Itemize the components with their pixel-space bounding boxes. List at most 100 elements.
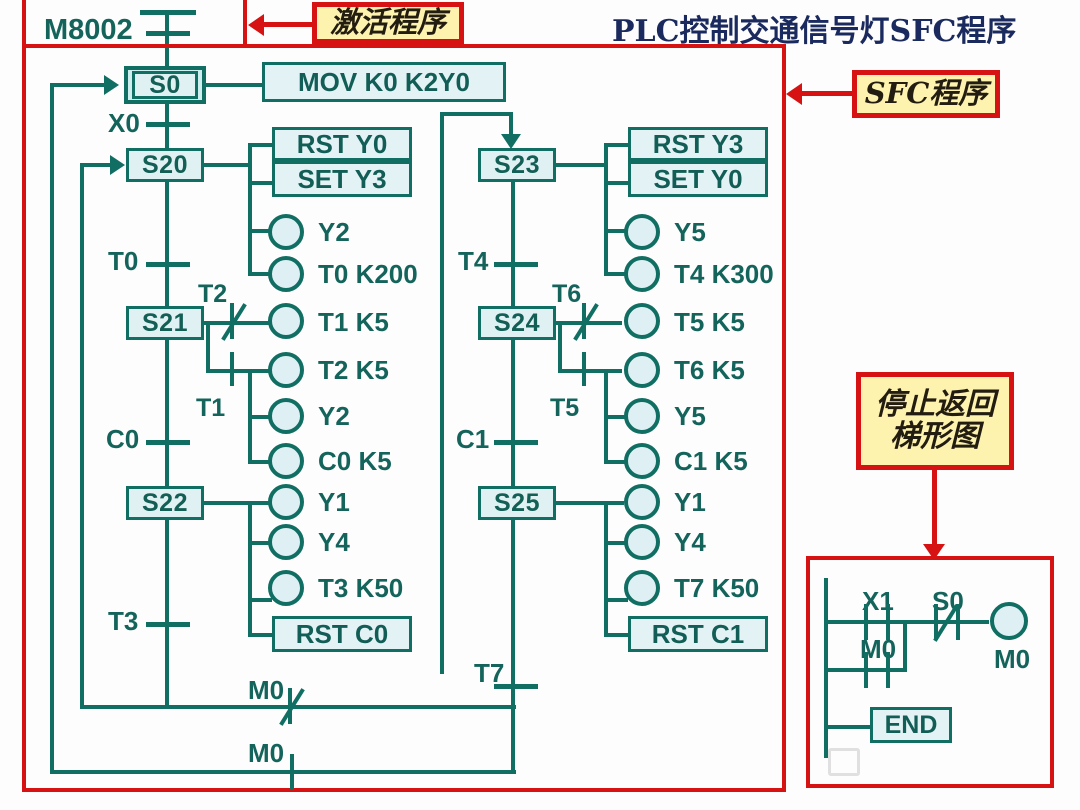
coil-Y2-s21[interactable] <box>268 398 304 434</box>
ladder-coil-M0-label: M0 <box>994 644 1031 674</box>
transition-C0-label: C0 <box>106 424 140 454</box>
ladder-branch-right <box>903 620 907 672</box>
transition-T7-label: T7 <box>474 658 505 688</box>
S23-rst-stub <box>604 143 636 147</box>
stop-return-arrow-line <box>932 470 937 548</box>
coil-Y1-s22[interactable] <box>268 484 304 520</box>
contact-T5-label: T5 <box>550 394 580 422</box>
activate-arrow-head <box>248 14 264 36</box>
ladder-S0-bar-right <box>956 604 960 640</box>
transition-T4-label: T4 <box>458 246 489 276</box>
branch-to-S23-riser <box>440 112 444 674</box>
coil-T4-K300[interactable] <box>624 256 660 292</box>
action-RST-Y3-label: RST Y3 <box>652 128 744 159</box>
coil-T7-K50[interactable] <box>624 570 660 606</box>
feedback-outer-arrow <box>104 75 119 95</box>
step-S24-label: S24 <box>494 308 540 337</box>
coil-Y1-s22-label: Y1 <box>318 487 350 517</box>
S22-t3-stub <box>248 598 272 602</box>
coil-Y5-s24[interactable] <box>624 398 660 434</box>
transition-C1-label: C1 <box>456 424 490 454</box>
sfc-program-callout: SFC程序 <box>852 70 1000 118</box>
step-S0[interactable]: S0 <box>124 66 206 104</box>
S25-action-bus <box>604 501 608 635</box>
step-S24[interactable]: S24 <box>478 306 556 340</box>
link-S22-bus <box>202 501 272 505</box>
coil-T0-K200[interactable] <box>268 256 304 292</box>
ladder-end-block[interactable]: END <box>870 707 952 743</box>
action-SET-Y0-label: SET Y0 <box>653 163 743 194</box>
action-RST-Y3[interactable]: RST Y3 <box>628 127 768 161</box>
ladder-X1-bar-left <box>864 604 868 640</box>
sfc-arrow-head <box>786 83 802 105</box>
step-S20[interactable]: S20 <box>126 148 204 182</box>
sfc-callout-label: SFC程序 <box>864 76 988 111</box>
S23-action-bus <box>604 143 608 276</box>
action-RST-C0[interactable]: RST C0 <box>272 616 412 652</box>
S20-coil1-stub <box>248 229 272 233</box>
transition-T7-bar <box>494 684 538 689</box>
feedback-outer-to-S0 <box>50 83 108 87</box>
step-S20-label: S20 <box>142 150 188 179</box>
coil-C0-K5[interactable] <box>268 443 304 479</box>
S20-set-stub <box>248 181 280 185</box>
transition-X0-bar <box>146 122 190 127</box>
init-contact-bar <box>146 31 190 36</box>
S20-coil2-stub <box>248 272 272 276</box>
return-rung-nc <box>80 705 516 709</box>
S24-t5-wire <box>558 369 622 373</box>
step-S25-label: S25 <box>494 488 540 517</box>
coil-Y2-s20[interactable] <box>268 214 304 250</box>
return-rung-no <box>50 770 516 774</box>
S25-y4-stub <box>604 541 628 545</box>
action-RST-Y0-label: RST Y0 <box>296 128 388 159</box>
S21-contact-bus <box>206 321 210 373</box>
S21-t1-wire <box>206 369 270 373</box>
ladder-coil-M0[interactable] <box>990 602 1028 640</box>
action-MOV-K0-K2Y0[interactable]: MOV K0 K2Y0 <box>262 62 506 102</box>
coil-Y4-s22[interactable] <box>268 524 304 560</box>
left-spine <box>165 96 169 670</box>
coil-T5-K5[interactable] <box>624 303 660 339</box>
coil-T1-K5[interactable] <box>268 303 304 339</box>
S23-set-stub <box>604 181 636 185</box>
S25-rstc1-stub <box>604 633 632 637</box>
step-S21[interactable]: S21 <box>126 306 204 340</box>
coil-C1-K5[interactable] <box>624 443 660 479</box>
coil-Y5-s24-label: Y5 <box>674 401 706 431</box>
return-M0-no-bar <box>290 754 294 790</box>
coil-Y4-s25[interactable] <box>624 524 660 560</box>
coil-Y5-s23[interactable] <box>624 214 660 250</box>
coil-T1-K5-label: T1 K5 <box>318 307 389 337</box>
action-SET-Y3[interactable]: SET Y3 <box>272 161 412 197</box>
coil-T6-K5[interactable] <box>624 352 660 388</box>
S25-t7-stub <box>604 598 628 602</box>
S22-y4-stub <box>248 541 272 545</box>
S24-t6-wire <box>558 321 622 325</box>
feedback-inner-to-S20 <box>80 163 114 167</box>
coil-T2-K5[interactable] <box>268 352 304 388</box>
transition-C0-bar <box>146 440 190 445</box>
step-S0-label: S0 <box>132 71 198 99</box>
S22-rstc0-stub <box>248 633 276 637</box>
action-SET-Y0[interactable]: SET Y0 <box>628 161 768 197</box>
step-S22-label: S22 <box>142 488 188 517</box>
ladder-M0-bar-left <box>864 652 868 688</box>
coil-T3-K50-label: T3 K50 <box>318 573 404 603</box>
coil-T3-K50[interactable] <box>268 570 304 606</box>
action-RST-Y0[interactable]: RST Y0 <box>272 127 412 161</box>
step-S23[interactable]: S23 <box>478 148 556 182</box>
coil-T7-K50-label: T7 K50 <box>674 573 760 603</box>
step-S22[interactable]: S22 <box>126 486 204 520</box>
transition-T0-label: T0 <box>108 246 139 276</box>
action-RST-C1[interactable]: RST C1 <box>628 616 768 652</box>
init-contact-stem <box>165 10 169 68</box>
coil-T6-K5-label: T6 K5 <box>674 355 745 385</box>
coil-Y1-s25[interactable] <box>624 484 660 520</box>
branch-to-S23-drop <box>509 112 513 138</box>
coil-C1-K5-label: C1 K5 <box>674 446 748 476</box>
contact-T2-label: T2 <box>198 280 228 308</box>
link-S20-bus <box>202 163 250 167</box>
step-S25[interactable]: S25 <box>478 486 556 520</box>
feedback-inner-arrow <box>110 155 125 175</box>
